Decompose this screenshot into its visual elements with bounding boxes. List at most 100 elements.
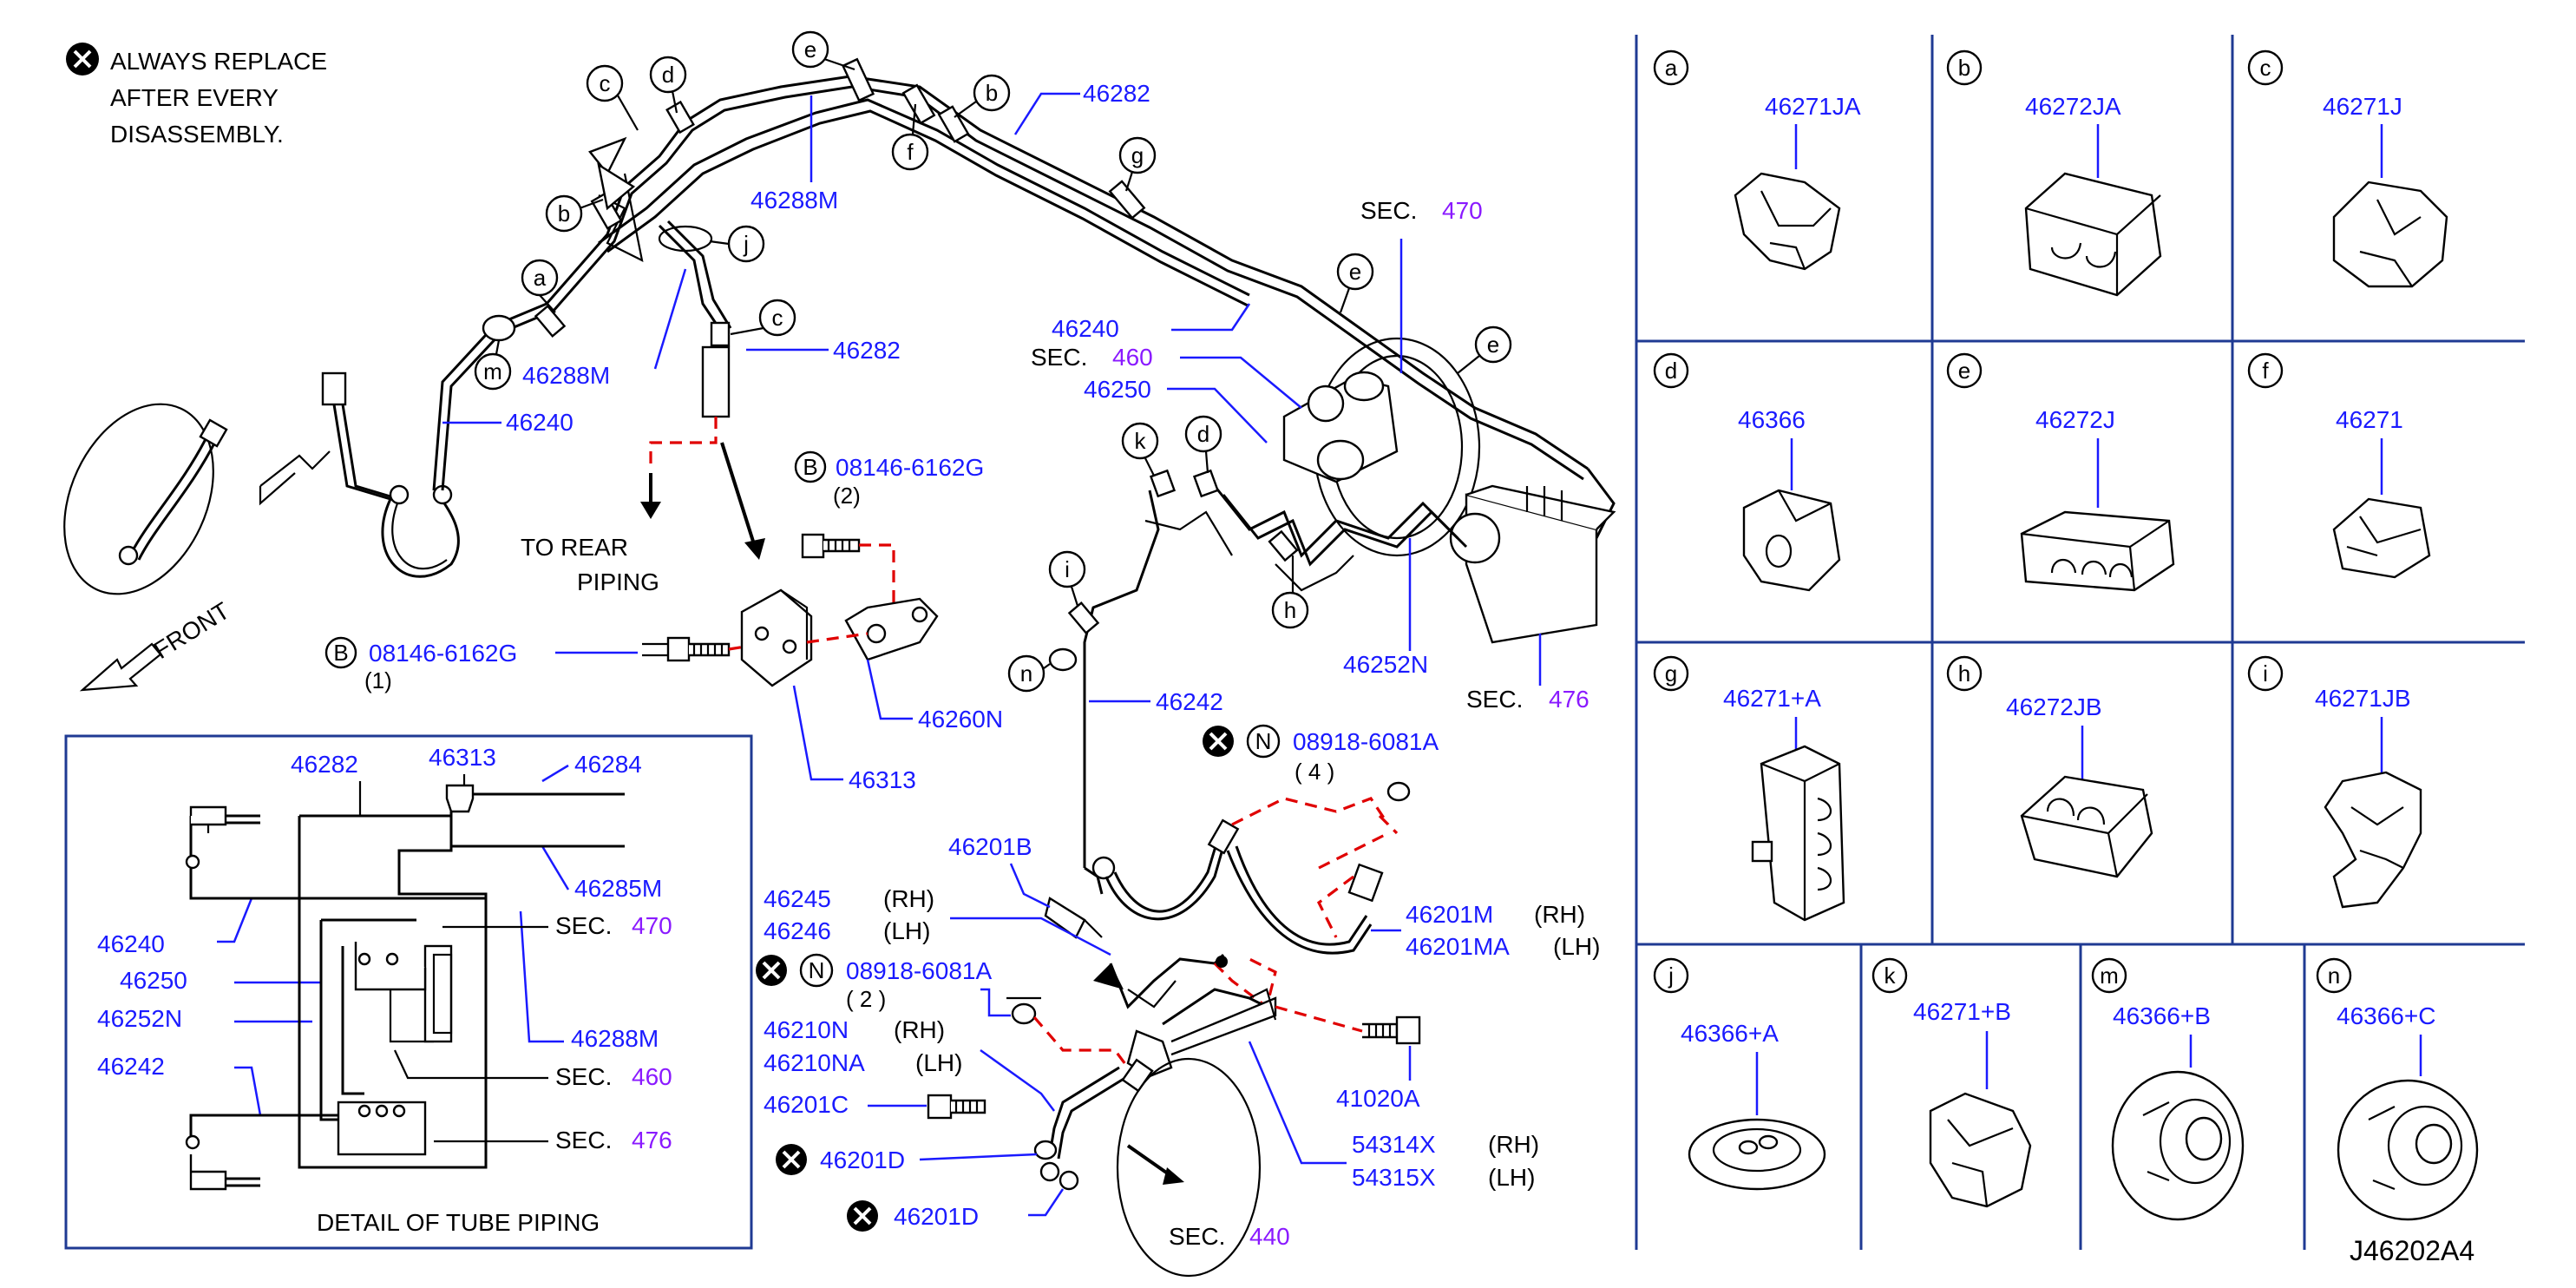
grommet-46366-icon (1742, 489, 1841, 592)
label-54315X: 54315X (1352, 1164, 1436, 1191)
label-46201M: 46201M (1406, 901, 1493, 928)
detail-label-46313: 46313 (429, 744, 496, 771)
sec-440-number: 440 (1249, 1223, 1290, 1250)
leader-dashed (649, 417, 718, 469)
label-46288M-top: 46288M (751, 187, 838, 214)
catalog-letter-g: g (1665, 660, 1677, 687)
bolt-b-marker-2: B (803, 454, 817, 480)
clip-46271JA-icon (1734, 172, 1841, 271)
catalog-part-a: 46271JA (1765, 93, 1861, 120)
clip-46272J-icon (2020, 510, 2175, 592)
part-labels: 46282 46288M 46288M 46282 46240 B 08146-… (324, 80, 1600, 1250)
sec-476-label: SEC. (1466, 686, 1523, 713)
callout-d: d (662, 62, 674, 88)
rear-rotor-outline (1116, 1057, 1262, 1278)
detail-label-46252N: 46252N (97, 1005, 182, 1032)
qty-08918-top: ( 4 ) (1295, 759, 1334, 785)
catalog-letter-n: n (2328, 963, 2340, 989)
clip-46271JB-icon (2324, 771, 2422, 909)
clip-46272JB-icon (2020, 775, 2153, 878)
qty-08146-2: (2) (833, 483, 861, 509)
label-46313: 46313 (849, 766, 916, 793)
detail-label-46250: 46250 (120, 967, 187, 994)
catalog-letter-f: f (2262, 358, 2269, 384)
qty-08918-low: ( 2 ) (846, 986, 886, 1012)
piping-label: PIPING (577, 568, 659, 595)
catalog-part-e: 46272J (2035, 406, 2115, 433)
notice-line-3: DISASSEMBLY. (110, 121, 284, 148)
detail-sec-470-label: SEC. (555, 912, 612, 939)
clip-46271-icon (2332, 497, 2431, 579)
nut-n-marker-1: N (1255, 728, 1272, 754)
catalog-cell-a: a 46271JA (1653, 49, 1861, 271)
catalog-letter-k: k (1884, 963, 1897, 989)
callout-k: k (1135, 428, 1147, 454)
label-08918-6081A-top: 08918-6081A (1293, 728, 1439, 755)
catalog-cell-j: j 46366+A (1653, 957, 1826, 1191)
main-brake-tubes (63, 57, 1589, 595)
label-41020A: 41020A (1336, 1085, 1420, 1112)
front-left-rotor-outline (63, 403, 214, 595)
side-54314X: (RH) (1488, 1131, 1539, 1158)
callout-j: j (743, 231, 749, 257)
clip-46271-B-icon (1929, 1092, 2032, 1208)
callouts: c d e b f g b j a m c e e k d i h n (474, 30, 1512, 693)
master-cylinder-area (1048, 337, 1616, 868)
catalog-cell-c: c 46271J (2247, 49, 2448, 288)
rear-hose-caliper (927, 781, 1421, 1278)
catalog-cell-g: g 46271+A (1653, 655, 1845, 922)
junction-block (701, 345, 731, 418)
catalog-cell-m: m 46366+B (2091, 957, 2245, 1221)
callout-e-3: e (1487, 332, 1499, 358)
label-46201C: 46201C (764, 1091, 849, 1118)
side-46245: (RH) (883, 885, 934, 912)
label-46288M-left: 46288M (522, 362, 610, 389)
callout-b: b (986, 80, 998, 106)
sec-470-number: 470 (1442, 197, 1483, 224)
callout-m: m (483, 358, 502, 384)
front-arrow: FRONT (79, 597, 234, 692)
label-46210NA: 46210NA (764, 1049, 865, 1076)
diagram-id: J46202A4 (2350, 1235, 2474, 1266)
junction-hardware (640, 417, 939, 687)
catalog-part-h: 46272JB (2006, 693, 2102, 720)
catalog-part-c: 46271J (2323, 93, 2402, 120)
catalog-cell-d: d 46366 (1653, 352, 1841, 592)
detail-sec-460-label: SEC. (555, 1063, 612, 1090)
detail-sec-470-number: 470 (632, 912, 672, 939)
label-46250: 46250 (1084, 376, 1151, 403)
catalog-letter-j: j (1668, 963, 1674, 989)
catalog-cell-b: b 46272JA (1946, 49, 2162, 297)
label-08146-6162G-2: 08146-6162G (836, 454, 984, 481)
catalog-letter-h: h (1958, 660, 1970, 687)
catalog-part-m: 46366+B (2113, 1002, 2211, 1029)
label-46260N: 46260N (918, 706, 1003, 733)
leader-46201M (1231, 797, 1390, 826)
label-46201D-1: 46201D (820, 1147, 905, 1173)
catalog-letter-d: d (1665, 358, 1677, 384)
detail-label-46240: 46240 (97, 930, 165, 957)
detail-frame (64, 734, 753, 1250)
callout-g: g (1131, 142, 1144, 168)
catalog-part-n: 46366+C (2337, 1002, 2435, 1029)
label-46201MA: 46201MA (1406, 933, 1510, 960)
callout-e-2: e (1349, 259, 1361, 285)
sec-460-label: SEC. (1031, 344, 1087, 371)
detail-label-46285M: 46285M (574, 875, 662, 902)
catalog-cell-i: i 46271JB (2247, 655, 2422, 909)
side-46201M: (RH) (1534, 901, 1585, 928)
catalog-cell-f: f 46271 (2247, 352, 2431, 579)
replace-notice: ALWAYS REPLACE AFTER EVERY DISASSEMBLY. (66, 43, 327, 148)
callout-i: i (1065, 556, 1070, 582)
side-46210N: (RH) (894, 1016, 945, 1043)
catalog-cell-e: e 46272J (1946, 352, 2175, 592)
bolt-b-marker-1: B (333, 640, 348, 666)
side-46210NA: (LH) (915, 1049, 962, 1076)
label-46252N: 46252N (1343, 651, 1428, 678)
catalog-part-k: 46271+B (1913, 998, 2011, 1025)
callout-c: c (600, 70, 611, 96)
detail-label-46284: 46284 (574, 751, 642, 778)
label-46240-right: 46240 (1052, 315, 1119, 342)
label-46240-left: 46240 (506, 409, 574, 436)
